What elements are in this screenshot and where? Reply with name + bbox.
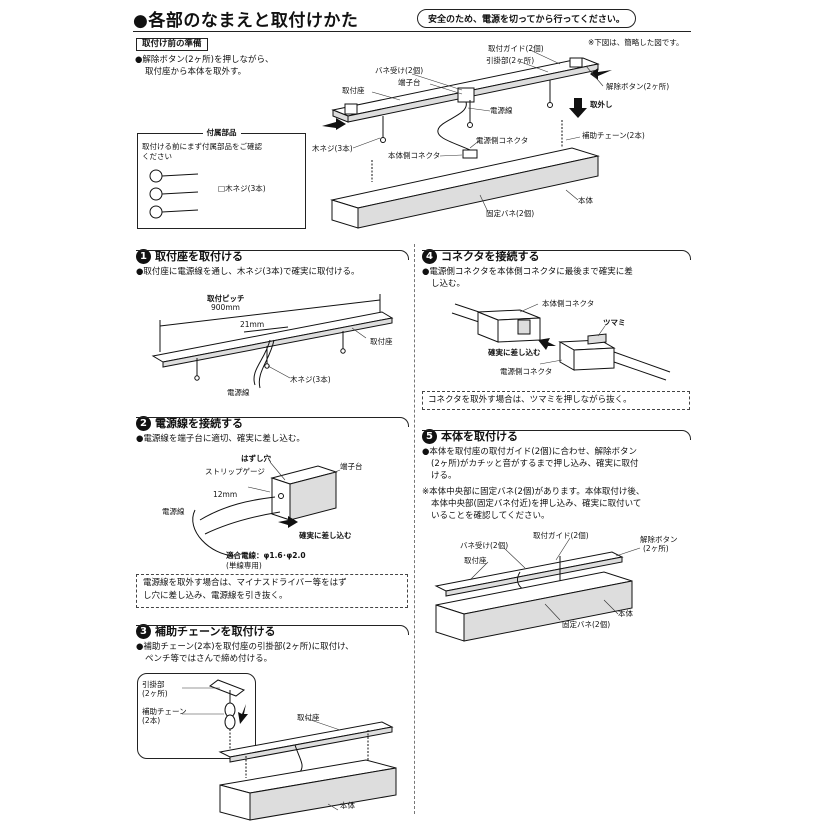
prep-heading: 取付け前の準備 <box>136 38 208 52</box>
step2-note-box: 電源線を取外す場合は、マイナスドライバー等をはず し穴に差し込み、電源線を引き抜… <box>136 574 408 608</box>
label-terminal: 端子台 <box>398 78 421 87</box>
step4-tab: ツマミ <box>603 318 626 327</box>
step1-dim: 21mm <box>240 320 265 329</box>
accessories-note-1: 取付ける前にまず付属部品をご確認 <box>142 142 262 151</box>
page-title: ●各部のなまえと取付けかた <box>133 11 359 31</box>
label-body-conn: 本体側コネクタ <box>388 151 441 160</box>
prep-note: ※下図は、簡略した図です。 <box>588 38 684 47</box>
step3-body: 本体 <box>340 801 355 810</box>
step2-title: 電源線を接続する <box>155 417 243 430</box>
step5-note-2: 本体中央部(固定バネ付近)を押し込み、確実に取付いて <box>431 499 642 509</box>
column-divider <box>414 244 415 814</box>
step2-note-1: 電源線を取外す場合は、マイナスドライバー等をはず <box>143 578 347 588</box>
step3-detail-box: 引掛部 (2ヶ所) 補助チェーン (2本) <box>137 673 256 759</box>
step3-text-2: ペンチ等ではさんで締め付ける。 <box>145 654 273 664</box>
step5-note-3: いることを確認してください。 <box>431 511 550 521</box>
step5-base: 取付座 <box>464 556 487 565</box>
accessories-box: 付属部品 取付ける前にまず付属部品をご確認 ください □木ネジ(3本) <box>137 128 306 229</box>
step2-power: 電源線 <box>162 507 185 516</box>
step4-note: コネクタを取外す場合は、ツマミを押しながら抜く。 <box>428 395 632 405</box>
step1-text: ●取付座に電源線を通し、木ネジ(3本)で確実に取付ける。 <box>136 267 360 277</box>
step4-text-1: ●電源側コネクタを本体側コネクタに最後まで確実に差 <box>422 267 633 277</box>
step5-title: 本体を取付ける <box>441 430 518 443</box>
step5-text-1: ●本体を取付座の取付ガイド(2個)に合わせ、解除ボタン <box>422 447 637 457</box>
step5-release-1: 解除ボタン <box>640 535 678 544</box>
step5-text-3: ける。 <box>431 471 457 481</box>
step3-text-1: ●補助チェーン(2本)を取付座の引掛部(2ヶ所)に取付け、 <box>136 642 354 652</box>
step5-spring: 固定バネ(2個) <box>562 620 611 629</box>
step4-text-2: し込む。 <box>431 279 466 289</box>
label-power: 電源線 <box>490 106 513 115</box>
step5-text-2: (2ヶ所)がカチッと音がするまで押し込み、確実に取付 <box>431 459 639 469</box>
label-guide: 取付ガイド(2個) <box>488 44 544 53</box>
step5-note-1: ※本体中央部に固定バネ(2個)があります。本体取付け後、 <box>422 487 645 497</box>
label-hook: 引掛部(2ヶ所) <box>486 56 535 65</box>
label-screw: 木ネジ(3本) <box>312 144 353 153</box>
label-body: 本体 <box>578 196 593 205</box>
label-chain: 補助チェーン(2本) <box>582 131 645 140</box>
label-power-conn: 電源側コネクタ <box>476 136 529 145</box>
step5-body: 本体 <box>618 609 633 618</box>
safety-notice: 安全のため、電源を切ってから行ってください。 <box>417 9 636 28</box>
chain-hook-detail <box>182 679 248 754</box>
label-spring-recv: バネ受け(2個) <box>375 66 424 75</box>
step2-gauge: ストリップゲージ <box>205 467 265 476</box>
step1-power: 電源線 <box>227 388 250 397</box>
step2-terminal: 端子台 <box>340 462 363 471</box>
exploded-diagram <box>322 49 612 229</box>
step4-note-box: コネクタを取外す場合は、ツマミを押しながら抜く。 <box>422 391 690 410</box>
step3-title: 補助チェーンを取付ける <box>155 625 276 638</box>
step2-length: 12mm <box>213 490 238 499</box>
prep-text-1: ●解除ボタン(2ヶ所)を押しながら、 <box>135 55 274 65</box>
step1-screw: 木ネジ(3本) <box>290 375 331 384</box>
step4-insert: 確実に差し込む <box>488 348 541 357</box>
step3-hook-1: 引掛部 <box>142 680 165 689</box>
step3-chain-2: (2本) <box>142 716 161 725</box>
accessories-item: □木ネジ(3本) <box>218 184 266 193</box>
prep-text-2: 取付座から本体を取外す。 <box>145 67 247 77</box>
step4-title: コネクタを接続する <box>441 250 540 263</box>
label-base: 取付座 <box>342 86 365 95</box>
step1-pitch-1: 取付ピッチ <box>207 294 245 303</box>
step5-release-2: (2ヶ所) <box>643 544 669 553</box>
accessories-title: 付属部品 <box>202 128 241 137</box>
wood-screw-icon <box>149 169 199 219</box>
step2-note-2: し穴に差し込み、電源線を引き抜く。 <box>143 591 288 601</box>
step4-power-conn: 電源側コネクタ <box>500 367 553 376</box>
label-removal: 取外し <box>590 100 613 109</box>
step2-hole: はずし穴 <box>241 454 271 463</box>
step2-text: ●電源線を端子台に適切、確実に差し込む。 <box>136 434 305 444</box>
step3-base: 取付座 <box>297 713 320 722</box>
step2-wire-2: (単線専用) <box>226 561 262 570</box>
step5-guide: 取付ガイド(2個) <box>533 531 589 540</box>
step2-insert: 確実に差し込む <box>299 531 352 540</box>
step4-body-conn: 本体側コネクタ <box>542 299 595 308</box>
step1-base: 取付座 <box>370 337 393 346</box>
label-release: 解除ボタン(2ヶ所) <box>606 82 670 91</box>
label-spring: 固定バネ(2個) <box>486 209 535 218</box>
step3-chain-1: 補助チェーン <box>142 707 187 716</box>
step1-title: 取付座を取付ける <box>155 250 243 263</box>
step2-wire-1: 適合電線：φ1.6･φ2.0 <box>226 551 306 560</box>
header-rule <box>133 31 691 32</box>
step1-pitch-2: 900mm <box>211 303 240 312</box>
step3-hook-2: (2ヶ所) <box>142 689 168 698</box>
accessories-note-2: ください <box>142 152 172 161</box>
step5-spring-recv: バネ受け(2個) <box>460 541 509 550</box>
